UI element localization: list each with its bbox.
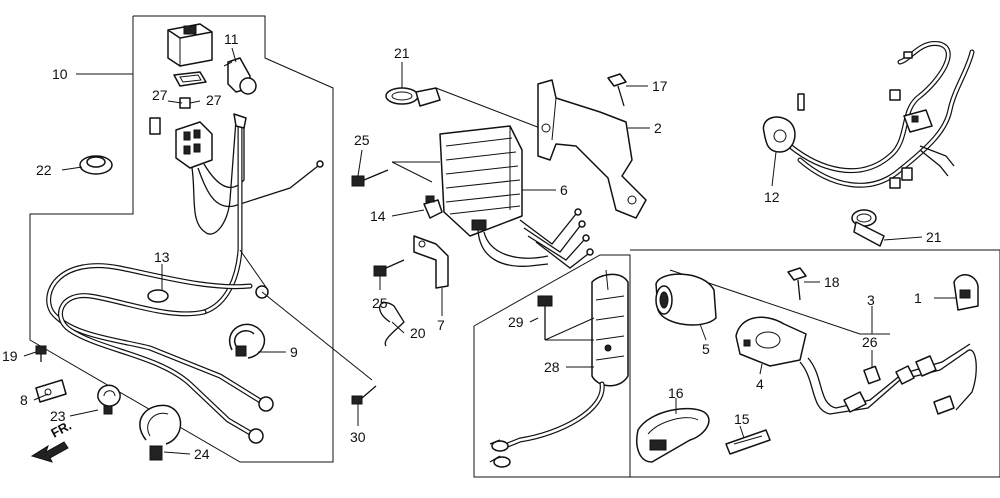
- grommet-part: [79, 155, 113, 175]
- group-outline-right: [630, 249, 1000, 478]
- relay-part: [167, 23, 213, 67]
- callout-label: 10: [52, 66, 68, 82]
- harness-3-part: [799, 343, 977, 415]
- callout-labels: 10 11 27 27 22 13 21 25 14 25 20 7 6 2 1…: [2, 31, 942, 462]
- bolt-18-part: [787, 267, 807, 301]
- bolt-25-top-part: [351, 169, 389, 187]
- connector-1-part: [953, 274, 979, 311]
- bracket-4-part: [735, 316, 807, 367]
- callout-label: 1: [914, 290, 922, 306]
- part-16-cap: [636, 407, 710, 463]
- callout-label: 26: [862, 334, 878, 350]
- callout-label: 19: [2, 348, 18, 364]
- callout-label: 17: [652, 78, 668, 94]
- gasket-part: [173, 71, 207, 87]
- callout-label: 22: [36, 162, 52, 178]
- clip-20-part: [379, 301, 405, 347]
- callout-label: 28: [544, 359, 560, 375]
- callout-label: 4: [756, 376, 764, 392]
- callout-label: 8: [20, 392, 28, 408]
- callout-label: 16: [668, 385, 684, 401]
- leader-line: [391, 161, 433, 183]
- callout-label: 25: [372, 295, 388, 311]
- leader-line: [435, 87, 541, 129]
- cable-clamp-part: [229, 323, 266, 359]
- callout-label: 12: [764, 189, 780, 205]
- bolt-29-part: [537, 295, 553, 340]
- callout-label: 27: [206, 92, 222, 108]
- stay-7-part: [413, 235, 449, 289]
- callout-label: 25: [354, 132, 370, 148]
- clamp-ring-part: [97, 384, 121, 415]
- callout-label: 21: [394, 45, 410, 61]
- band-top-part: [385, 87, 441, 107]
- bolt-25-lower-part: [373, 259, 405, 277]
- callout-label: 5: [702, 341, 710, 357]
- stay-part: [35, 379, 67, 403]
- regulator-wires: [477, 208, 594, 269]
- fuse-26-part: [863, 365, 881, 385]
- wire-harness-12-part: [762, 41, 975, 189]
- clip-part: [139, 404, 182, 461]
- leader-line: [544, 317, 595, 341]
- callout-label: 13: [154, 249, 170, 265]
- callout-label: 11: [224, 31, 239, 47]
- callout-label: 6: [560, 182, 568, 198]
- regulator-rectifier-part: [439, 125, 523, 237]
- callout-label: 23: [50, 408, 66, 424]
- callout-label: 9: [290, 344, 298, 360]
- front-direction-arrow: FR.: [30, 418, 74, 463]
- part-15-plate: [725, 429, 771, 455]
- callout-label: 7: [437, 317, 445, 333]
- bolt-17-part: [607, 73, 627, 107]
- harness-28-part: [489, 269, 629, 468]
- callout-label: 29: [508, 314, 524, 330]
- callout-label: 15: [734, 411, 750, 427]
- connector-block-part: [175, 121, 213, 169]
- callout-label: 30: [350, 429, 366, 445]
- callout-label: 24: [194, 446, 210, 462]
- callout-label: 27: [152, 87, 168, 103]
- callout-label: 14: [370, 208, 386, 224]
- bolt-19-part: [35, 345, 47, 362]
- battery-cable-part: [46, 263, 274, 444]
- callout-label: 18: [824, 274, 840, 290]
- terminal-cap-part: [223, 57, 257, 95]
- leader-line: [261, 291, 373, 381]
- callout-leaders: [23, 47, 956, 455]
- band-right-part: [851, 209, 885, 247]
- group-outline-left: [29, 15, 334, 463]
- callout-label: 3: [867, 292, 875, 308]
- bolt-30-part: [351, 385, 377, 405]
- cover-5-part: [655, 273, 717, 326]
- bracket-part: [537, 79, 647, 219]
- callout-label: 21: [926, 229, 942, 245]
- connector-14-part: [423, 195, 443, 219]
- callout-label: 20: [410, 325, 426, 341]
- group-outline-center: [473, 254, 631, 478]
- callout-label: 2: [654, 120, 662, 136]
